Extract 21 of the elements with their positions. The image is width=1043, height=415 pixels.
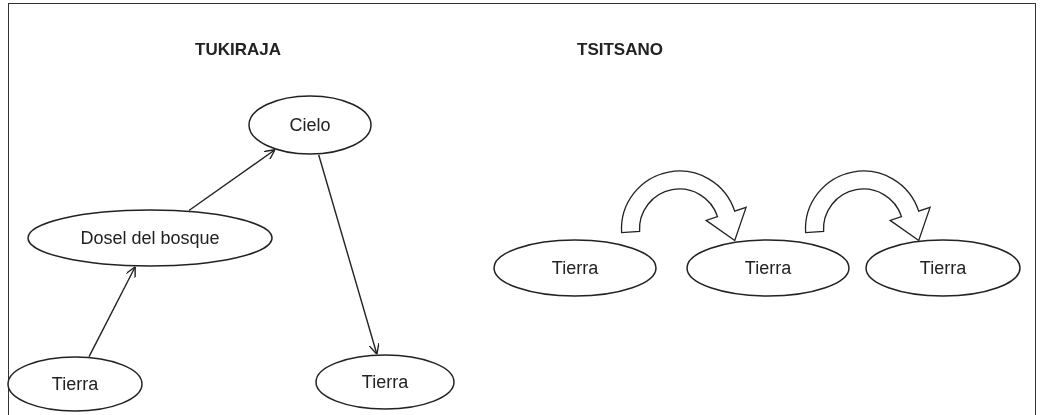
- ellipse-node: [686, 239, 850, 297]
- node-label: Cielo: [289, 114, 331, 136]
- node-label: Dosel del bosque: [80, 227, 220, 249]
- ellipse-node: [493, 239, 657, 297]
- ellipse-node: [865, 239, 1021, 297]
- ellipse-node: [7, 356, 143, 412]
- node-label: Tierra: [551, 257, 599, 279]
- arrow: [188, 149, 276, 212]
- ellipse-node: [27, 209, 273, 267]
- heading: TSITSANO: [577, 40, 663, 60]
- heading: TUKIRAJA: [195, 40, 281, 60]
- arrow: [88, 266, 136, 358]
- curved-block-arrow: [620, 170, 747, 242]
- curved-block-arrow: [804, 170, 931, 242]
- node-label: Tierra: [51, 373, 99, 395]
- ellipse-node: [248, 95, 372, 155]
- arrow: [317, 154, 380, 355]
- node-label: Tierra: [361, 371, 409, 393]
- node-label: Tierra: [744, 257, 792, 279]
- node-label: Tierra: [919, 257, 967, 279]
- ellipse-node: [315, 354, 455, 410]
